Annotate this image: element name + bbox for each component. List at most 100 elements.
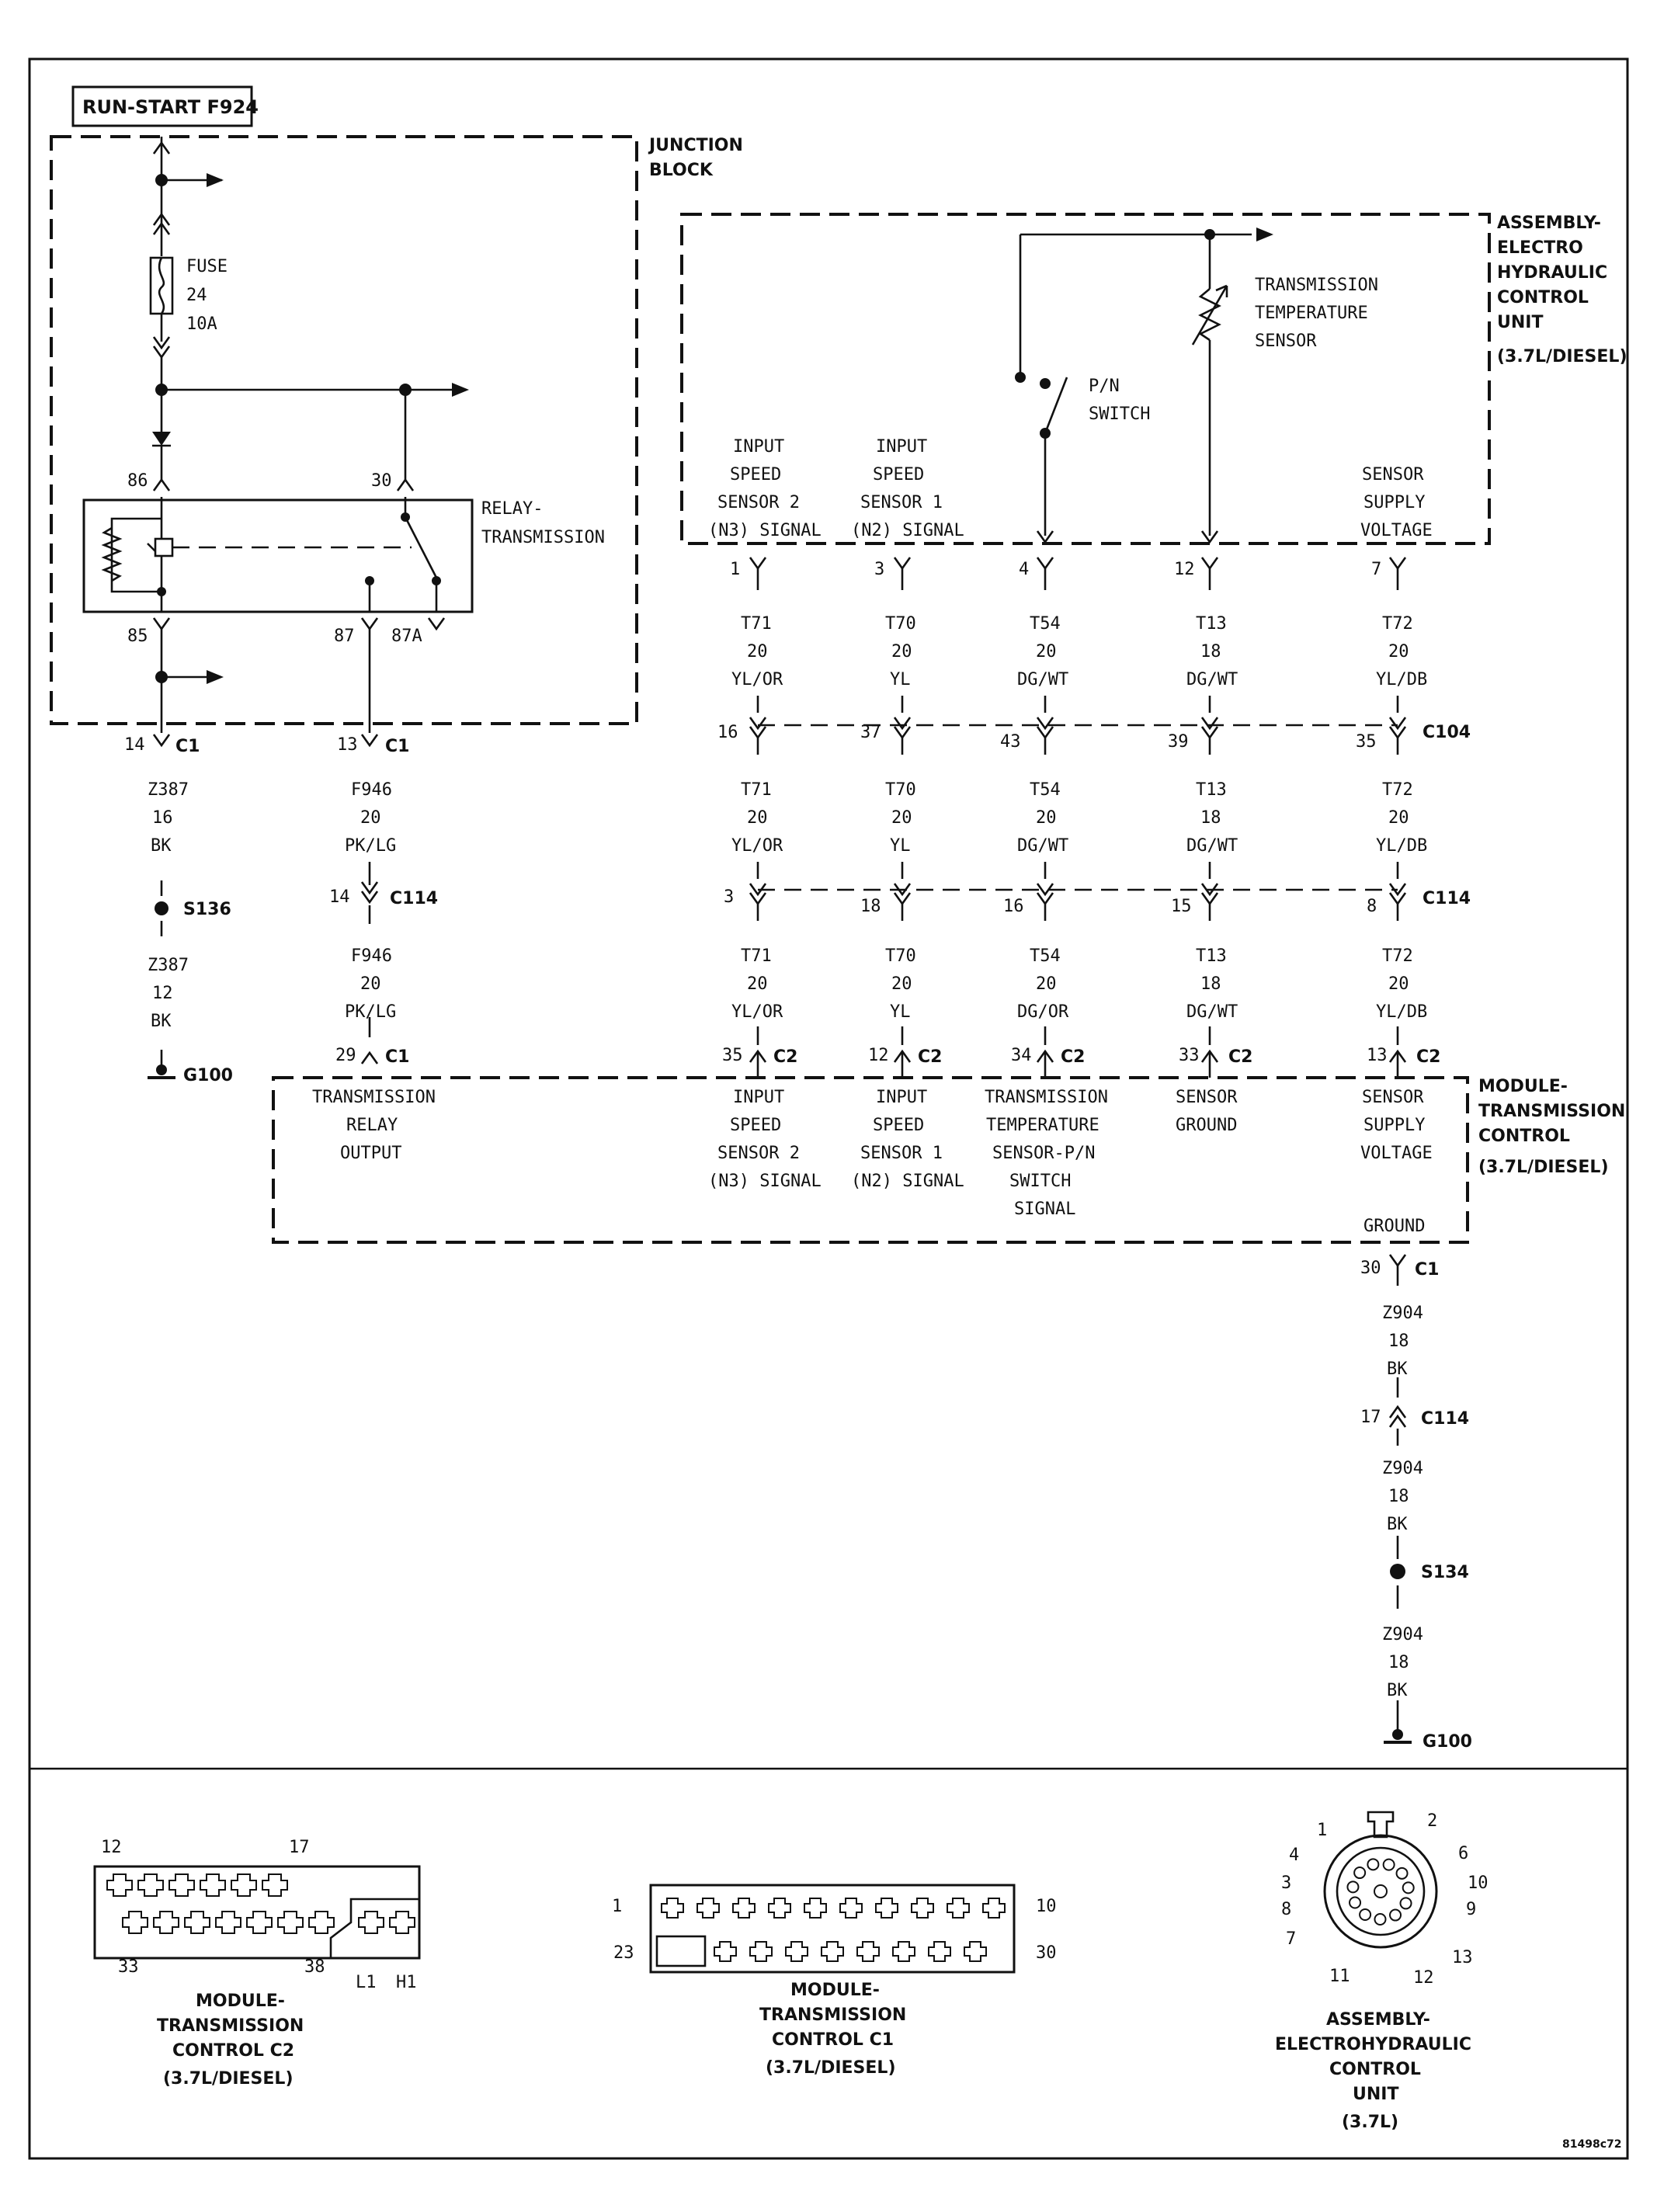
c2-caption-4: (3.7L/DIESEL) (163, 2069, 294, 2089)
col4-wire-a-color: DG/WT (1186, 670, 1238, 689)
temp-sensor-wiring (1020, 227, 1273, 543)
relay-label-1: RELAY- (481, 499, 543, 519)
col5-wire-b-code: T72 (1382, 780, 1413, 800)
tcm-temp-2: TEMPERATURE (986, 1116, 1099, 1135)
tcm-supply-3: VOLTAGE (1360, 1144, 1433, 1163)
col5-c114-pin: 8 (1367, 897, 1377, 916)
col3-wire-b-code: T54 (1030, 780, 1061, 800)
col4-wire-c-color: DG/WT (1186, 1002, 1238, 1022)
c2-caption-3: CONTROL C2 (172, 2041, 294, 2061)
relay-wire-a-gauge: 20 (360, 808, 381, 828)
col2-wire-c-gauge: 20 (891, 974, 912, 994)
pn-switch (1015, 234, 1068, 543)
tcm-temp-4: SWITCH (1009, 1172, 1071, 1191)
col1-wire-c-gauge: 20 (747, 974, 768, 994)
col2-wire-b-gauge: 20 (891, 808, 912, 828)
col1-wire-c-code: T71 (741, 946, 772, 966)
c1-caption-2: TRANSMISSION (759, 2005, 906, 2025)
tcm-iss2-1: INPUT (733, 1088, 784, 1107)
fuse-rating: 10A (186, 314, 217, 334)
tcm-title-2: TRANSMISSION (1478, 1102, 1625, 1121)
col2-tcm-pin: 12 (868, 1046, 889, 1065)
col5-tcm-pin: 13 (1367, 1046, 1388, 1065)
fuse-header-box (71, 85, 253, 127)
relay-body (82, 498, 474, 613)
col4-ehcu-pin: 12 (1174, 560, 1195, 579)
junction-block-label-2: BLOCK (649, 161, 714, 180)
tcm-temp-3: SENSOR-P/N (992, 1144, 1095, 1163)
ehcu-label-supply-1: SENSOR (1362, 465, 1424, 484)
col4-wire-a-code: T13 (1196, 614, 1227, 634)
left-ground-g100: G100 (183, 1066, 233, 1085)
tcm-outline (272, 1076, 1469, 1244)
left-c1-label: C1 (175, 737, 200, 756)
col1-wire-b-code: T71 (741, 780, 772, 800)
col4-wire-b-code: T13 (1196, 780, 1227, 800)
relay-wire-b-gauge: 20 (360, 974, 381, 994)
col5-wire-a-color: YL/DB (1376, 670, 1427, 689)
fuse-header: RUN-START F924 (82, 96, 259, 118)
c2-pin-h1: H1 (396, 1973, 417, 1992)
relay-wire-b-code: F946 (351, 946, 392, 966)
col2-wire-b-code: T70 (885, 780, 916, 800)
c1-pin-30: 30 (1036, 1943, 1057, 1963)
tcm-title-1: MODULE- (1478, 1077, 1568, 1096)
c2-pin-17: 17 (289, 1838, 310, 1857)
ehcu-caption-2: ELECTROHYDRAULIC (1275, 2035, 1471, 2054)
col3-wire-b-gauge: 20 (1036, 808, 1057, 828)
ehcu-label-iss1-3: SENSOR 1 (860, 493, 943, 512)
ehcu-label-supply-3: VOLTAGE (1360, 521, 1433, 540)
col3-wire-a-gauge: 20 (1036, 642, 1057, 662)
relay-c1-pin: 13 (337, 735, 358, 755)
splice-s134: S134 (1421, 1563, 1469, 1582)
col5-ehcu-pin: 7 (1371, 560, 1381, 579)
ehcu-title-6: (3.7L/DIESEL) (1497, 347, 1627, 366)
left-wire-a-color: BK (151, 836, 172, 856)
junction-block-outline (50, 135, 638, 725)
relay-contacts (365, 497, 441, 612)
col5-wire-a-gauge: 20 (1388, 642, 1409, 662)
relay-pin-86: 86 (127, 471, 148, 491)
relay-wire-a-color: PK/LG (345, 836, 396, 856)
temp-sensor-label-3: SENSOR (1255, 332, 1317, 351)
c2-caption-1: MODULE- (196, 1991, 285, 2011)
col2-wire-c-code: T70 (885, 946, 916, 966)
ehcu-caption-5: (3.7L) (1342, 2113, 1398, 2132)
c1-caption-3: CONTROL C1 (772, 2030, 894, 2050)
c2-caption-2: TRANSMISSION (157, 2016, 304, 2036)
tcm-iss1-4: (N2) SIGNAL (851, 1172, 964, 1191)
col1-wire-a-code: T71 (741, 614, 772, 634)
col2-c104-pin: 37 (860, 723, 881, 742)
ground-c114-pin: 17 (1360, 1408, 1381, 1427)
left-wire-b-code: Z387 (148, 956, 189, 975)
col3-tcm-c2: C2 (1061, 1047, 1085, 1067)
col5-wire-b-color: YL/DB (1376, 836, 1427, 856)
ehcu-pin-3: 3 (1281, 1873, 1291, 1893)
ehcu-label-iss2-4: (N3) SIGNAL (708, 521, 822, 540)
c1-caption-4: (3.7L/DIESEL) (766, 2058, 896, 2078)
ehcu-label-iss2-3: SENSOR 2 (717, 493, 800, 512)
col1-wire-a-color: YL/OR (731, 670, 783, 689)
left-wire-b-color: BK (151, 1012, 172, 1031)
tcm-ground-g100: G100 (1423, 1732, 1472, 1752)
tcm-relay-output-1: TRANSMISSION (312, 1088, 436, 1107)
relay-output-wire (360, 629, 379, 1065)
pn-switch-label-1: P/N (1089, 377, 1120, 396)
col2-tcm-c2: C2 (918, 1047, 942, 1067)
tcm-iss1-1: INPUT (876, 1088, 927, 1107)
temp-sensor-label-1: TRANSMISSION (1255, 276, 1378, 295)
ehcu-caption-3: CONTROL (1329, 2060, 1421, 2079)
col3-wire-c-gauge: 20 (1036, 974, 1057, 994)
col3-wire-a-color: DG/WT (1017, 670, 1068, 689)
ehcu-title-1: ASSEMBLY- (1497, 214, 1601, 233)
fuse-name: FUSE (186, 257, 228, 276)
relay-tcm-pin: 29 (335, 1046, 356, 1065)
tcm-relay-output-2: RELAY (346, 1116, 398, 1135)
tcm-title-3: CONTROL (1478, 1127, 1570, 1146)
relay-wire-b-color: PK/LG (345, 1002, 396, 1022)
col5-wire-c-gauge: 20 (1388, 974, 1409, 994)
col2-wire-c-color: YL (890, 1002, 911, 1022)
fuse-number: 24 (186, 286, 207, 305)
col1-wire-a-gauge: 20 (747, 642, 768, 662)
